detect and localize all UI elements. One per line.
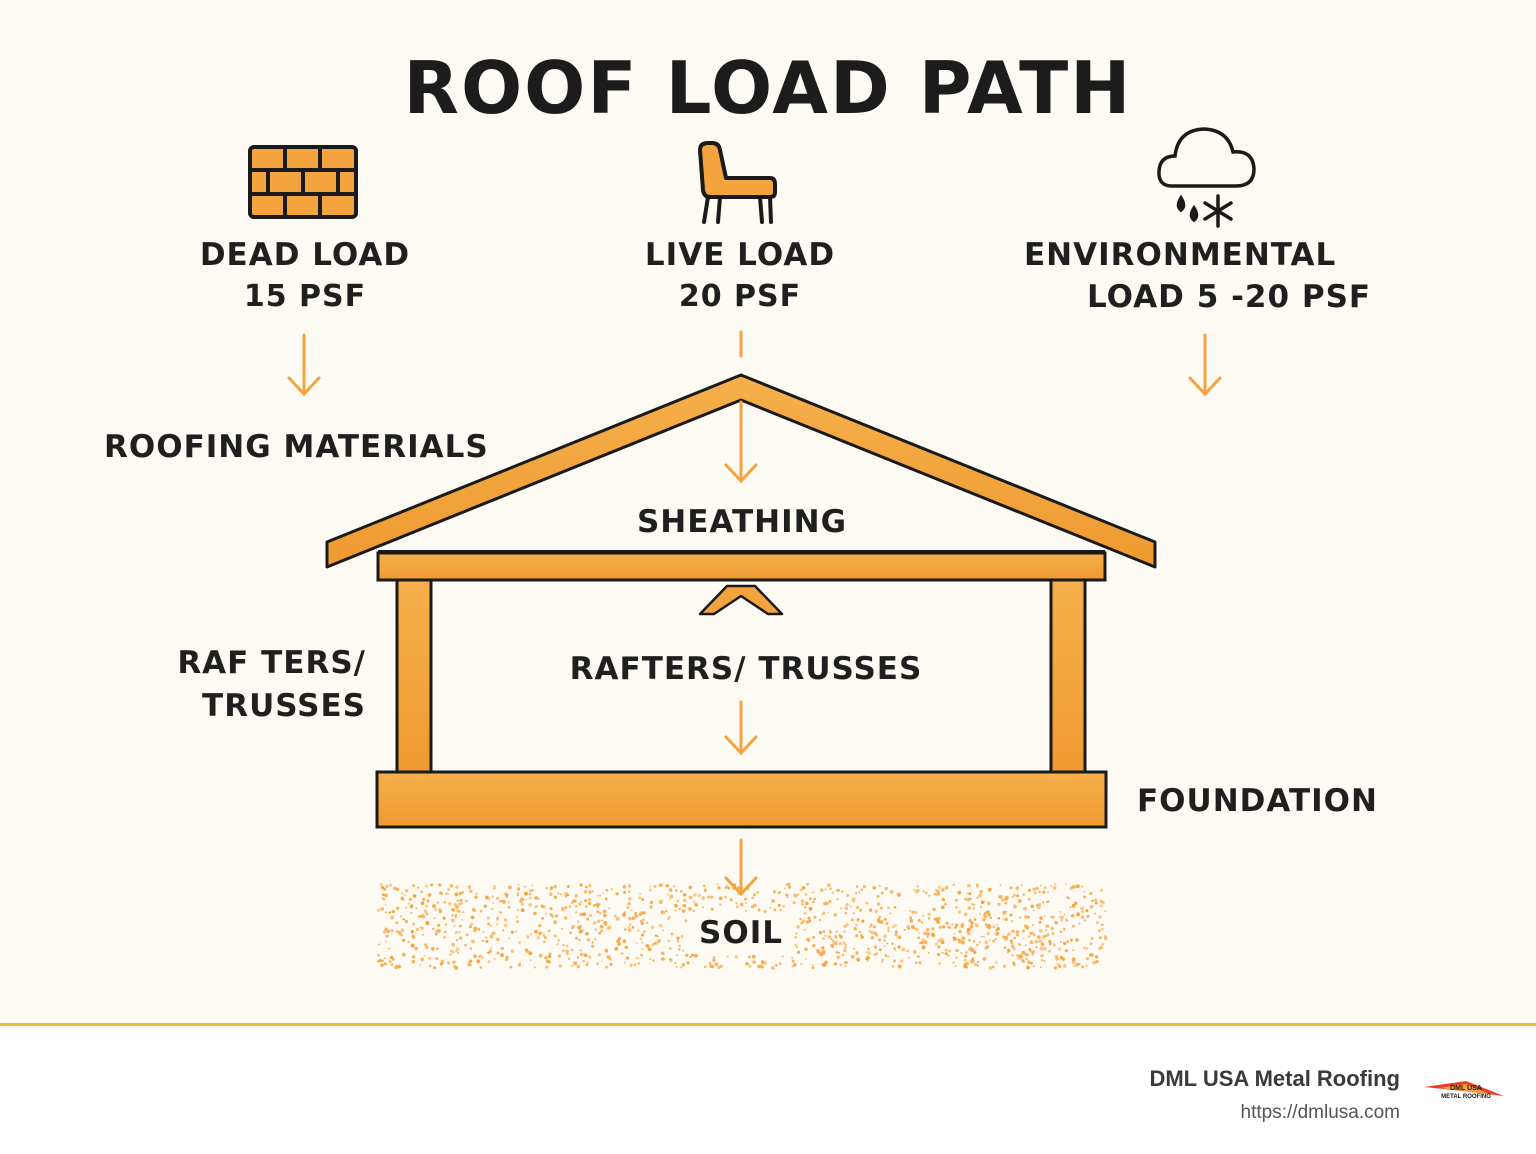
brand-name: DML USA Metal Roofing (1149, 1066, 1400, 1091)
foundation-beam (375, 770, 1108, 829)
load-path-diagram (248, 127, 1256, 970)
logo-text-line1: DML USA (1450, 1085, 1482, 1092)
roof-rafters (325, 373, 1157, 569)
soil-texture (376, 882, 1108, 970)
brand-url[interactable]: https://dmlusa.com (1240, 1102, 1400, 1123)
dead-load-arrow (287, 333, 321, 397)
environmental-load-arrow (1188, 333, 1222, 397)
roofing-materials-label: ROOFING MATERIALS (104, 429, 489, 465)
foundation-arrow (724, 838, 758, 897)
environmental-load-word: LOAD (1087, 279, 1185, 315)
rafters-left-label-line1: RAF TERS/ (177, 645, 366, 681)
rafters-arrow (724, 700, 758, 756)
rafters-center-label: RAFTERS/ TRUSSES (569, 651, 923, 687)
brand-block: DML USA Metal Roofing https://dmlusa.com (1149, 1066, 1400, 1124)
sheathing-arrow (724, 400, 758, 484)
environmental-load-value: 5 -20 PSF (1196, 279, 1372, 315)
cloud-rain-snow-icon (1157, 127, 1256, 228)
environmental-load-label-line2: LOAD 5 -20 PSF (1087, 282, 1371, 313)
live-load-label: LIVE LOAD (644, 237, 836, 273)
ceiling-beam (376, 551, 1107, 582)
footer-divider (0, 1023, 1536, 1026)
brick-wall-icon (248, 145, 358, 219)
truss-bracket (698, 584, 784, 616)
sheathing-label: SHEATHING (636, 504, 848, 540)
live-load-value: 20 PSF (678, 279, 802, 314)
right-wall-post (1049, 578, 1087, 774)
page-title: ROOF LOAD PATH (403, 46, 1133, 130)
chair-icon (698, 141, 777, 224)
logo-text-line2: METAL ROOFING (1441, 1094, 1491, 1100)
environmental-load-label: ENVIRONMENTAL (1024, 237, 1337, 273)
soil-label: SOIL (699, 915, 783, 951)
rafters-left-label-line2: TRUSSES (202, 688, 366, 724)
left-wall-post (395, 578, 433, 774)
dead-load-label: DEAD LOAD (199, 237, 411, 273)
dml-logo-icon: DML USA METAL ROOFING (1424, 1081, 1504, 1100)
foundation-label: FOUNDATION (1137, 783, 1378, 819)
dead-load-value: 15 PSF (243, 279, 367, 314)
